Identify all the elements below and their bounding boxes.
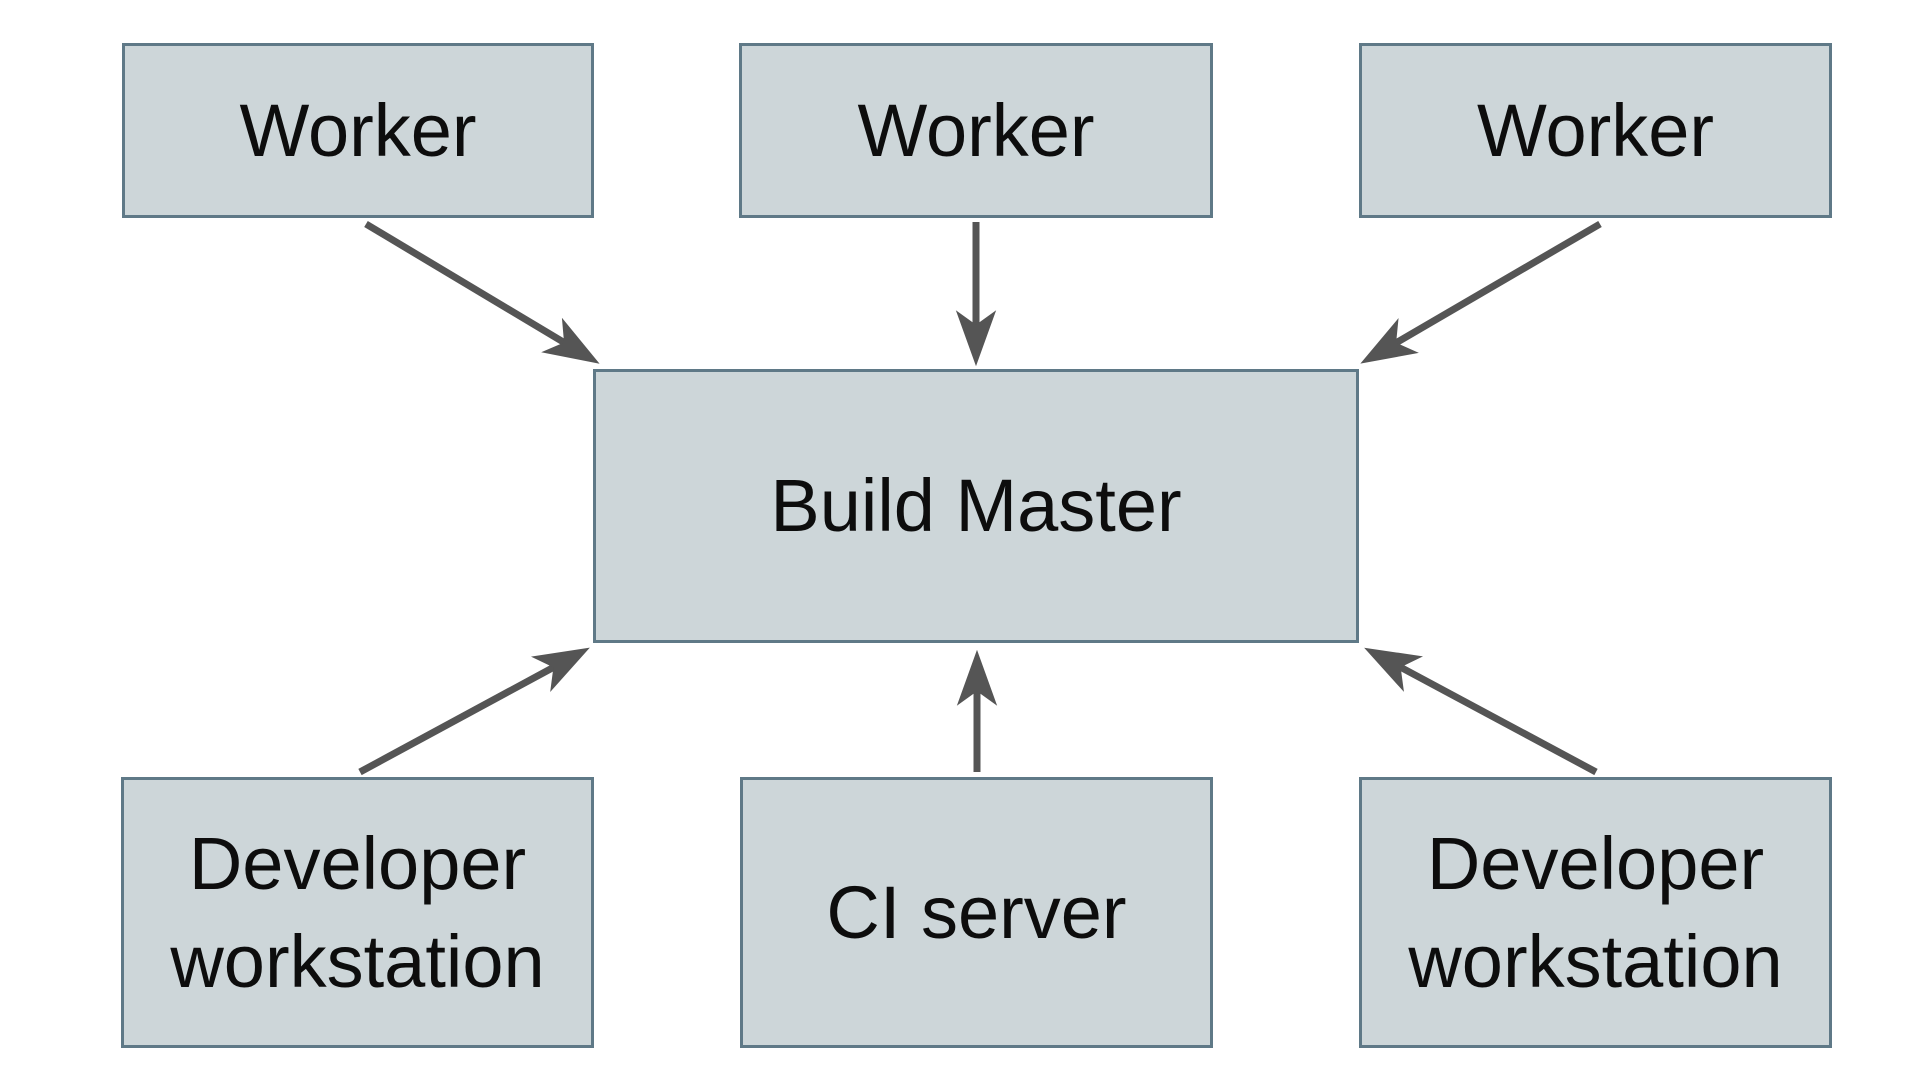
arrow-devws-right-to-buildmaster: [1364, 647, 1598, 776]
node-ci-server: CI server: [740, 777, 1213, 1048]
node-worker-3-label: Worker: [1476, 88, 1715, 172]
node-worker-1-label: Worker: [239, 88, 477, 172]
node-worker-1: Worker: [122, 43, 594, 218]
node-worker-2: Worker: [739, 43, 1213, 218]
node-build-master-label: Build Master: [770, 464, 1182, 548]
node-developer-workstation-left: Developer workstation: [121, 777, 594, 1048]
arrow-devws-left-to-buildmaster: [358, 647, 590, 776]
node-worker-3: Worker: [1359, 43, 1832, 218]
arrow-worker3-to-buildmaster: [1360, 220, 1602, 364]
node-developer-workstation-left-label: Developer workstation: [170, 821, 545, 1003]
node-worker-2-label: Worker: [857, 88, 1095, 172]
arrow-worker1-to-buildmaster: [364, 220, 600, 364]
node-developer-workstation-right: Developer workstation: [1359, 777, 1832, 1048]
node-build-master: Build Master: [593, 369, 1359, 643]
node-ci-server-label: CI server: [826, 870, 1127, 954]
node-developer-workstation-right-label: Developer workstation: [1408, 821, 1783, 1003]
